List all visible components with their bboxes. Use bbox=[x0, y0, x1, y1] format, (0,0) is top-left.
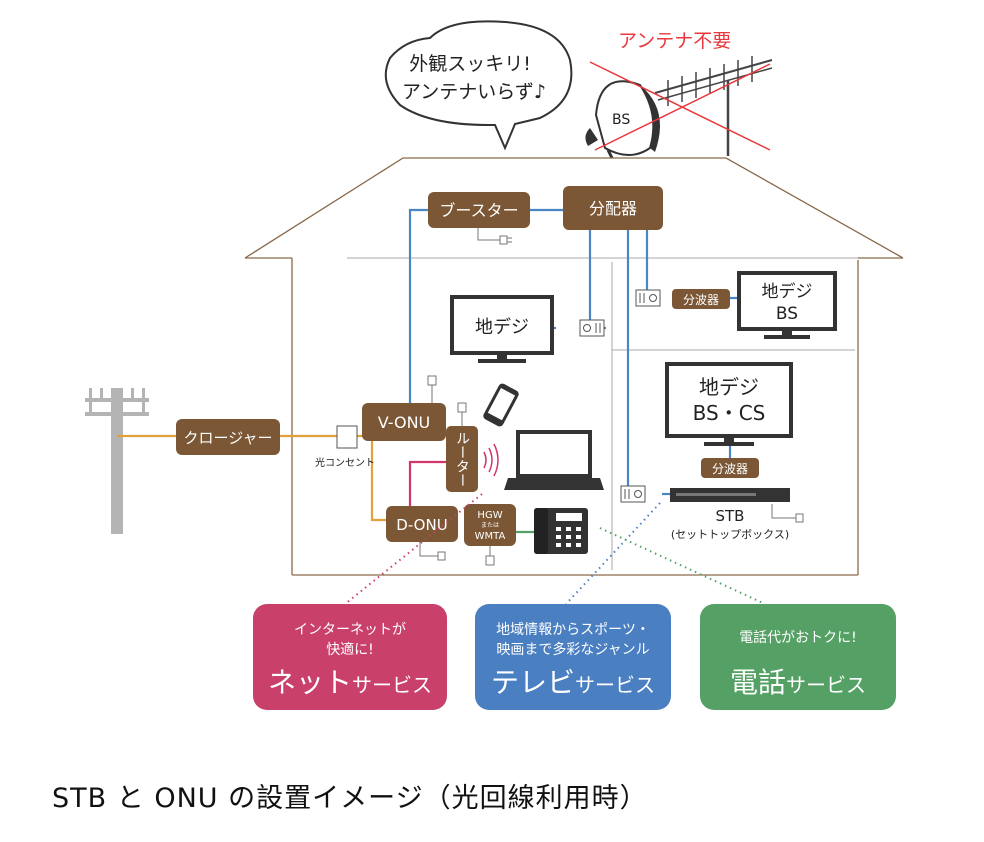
wave-splitter-box: 分波器 bbox=[672, 289, 730, 309]
tv-terrestrial-bs-cs: 地デジ BS・CS bbox=[665, 362, 793, 446]
wave-splitter-2-label: 分波器 bbox=[712, 462, 748, 476]
phone-card-big: 電話 bbox=[730, 666, 786, 699]
tv3-label-1: 地デジ bbox=[699, 375, 759, 399]
tv-leader-line bbox=[565, 502, 661, 605]
tv3-label-2: BS・CS bbox=[693, 401, 766, 425]
optical-outlet-label: 光コンセント bbox=[315, 456, 375, 469]
tv-card-suffix: サービス bbox=[575, 673, 655, 697]
internet-card-sub-1: インターネットが bbox=[294, 622, 406, 638]
smartphone-icon bbox=[483, 383, 519, 427]
service-card-tv: 地域情報からスポーツ・ 映画まで多彩なジャンル テレビサービス bbox=[475, 604, 671, 710]
splitter-box: 分配器 bbox=[563, 186, 663, 230]
utility-pole bbox=[85, 388, 149, 534]
tv1-label: 地デジ bbox=[475, 317, 529, 338]
tv-terrestrial-bs: 地デジ BS bbox=[737, 271, 837, 339]
tv2-label-1: 地デジ bbox=[762, 281, 813, 302]
router-label: ルーター bbox=[454, 431, 470, 487]
internet-card-title: ネットサービス bbox=[268, 666, 432, 699]
speech-bubble: 外観スッキリ! アンテナいらず♪ bbox=[384, 20, 573, 151]
closure-label: クロージャー bbox=[184, 429, 273, 447]
splitter-label: 分配器 bbox=[589, 199, 637, 218]
stb-label: STB bbox=[716, 507, 745, 525]
telephone-icon bbox=[534, 508, 588, 554]
wall-outlet bbox=[635, 289, 661, 307]
bubble-line-2: アンテナいらず♪ bbox=[402, 81, 546, 103]
wave-splitter-1-label: 分波器 bbox=[683, 293, 719, 307]
tv-card-title: テレビサービス bbox=[491, 666, 655, 699]
internet-card-bg bbox=[253, 604, 447, 710]
d-onu-box: D-ONU bbox=[386, 506, 458, 542]
wall-outlet bbox=[620, 485, 646, 503]
phone-card-sub-1: 電話代がおトクに! bbox=[739, 629, 857, 646]
wall-outlet bbox=[579, 319, 605, 337]
hgw-line-2: または bbox=[481, 522, 499, 529]
bubble-line-1: 外観スッキリ! bbox=[409, 53, 531, 75]
hgw-line-3: WMTA bbox=[475, 531, 506, 542]
house-outline bbox=[244, 157, 904, 576]
hgw-line-1: HGW bbox=[477, 510, 502, 521]
service-card-phone: 電話代がおトクに! 電話サービス bbox=[700, 604, 896, 710]
optical-outlet: 光コンセント bbox=[315, 425, 375, 469]
hgw-box: HGW または WMTA bbox=[464, 504, 516, 546]
tv-card-big: テレビ bbox=[491, 666, 575, 699]
v-onu-box: V-ONU bbox=[362, 403, 446, 441]
antenna-illustration: アンテナ不要 BS bbox=[585, 30, 773, 159]
stb-sub-label: (セットトップボックス) bbox=[671, 528, 789, 541]
v-onu-label: V-ONU bbox=[378, 413, 431, 432]
tv-card-sub-1: 地域情報からスポーツ・ bbox=[496, 622, 650, 638]
internet-card-sub-2: 快適に! bbox=[326, 641, 374, 658]
wifi-icon bbox=[483, 443, 499, 477]
internet-card-suffix: サービス bbox=[352, 673, 432, 697]
wave-splitter-box: 分波器 bbox=[701, 458, 759, 478]
booster-box: ブースター bbox=[428, 192, 530, 228]
internet-card-big: ネット bbox=[268, 666, 352, 699]
tv-terrestrial: 地デジ bbox=[450, 295, 554, 363]
diagram-caption: STB と ONU の設置イメージ（光回線利用時） bbox=[52, 783, 648, 814]
phone-card-suffix: サービス bbox=[786, 673, 866, 697]
tv-card-bg bbox=[475, 604, 671, 710]
phone-card-bg bbox=[700, 604, 896, 710]
tv-card-sub-2: 映画まで多彩なジャンル bbox=[496, 641, 649, 658]
d-onu-label: D-ONU bbox=[396, 516, 447, 534]
closure-box: クロージャー bbox=[176, 419, 280, 455]
laptop-icon bbox=[504, 430, 604, 490]
router-box: ルーター bbox=[446, 426, 478, 492]
power-cords bbox=[419, 228, 804, 566]
dish-bs-label: BS bbox=[612, 112, 630, 128]
service-card-internet: インターネットが 快適に! ネットサービス bbox=[253, 604, 447, 710]
stb-device: STB (セットトップボックス) bbox=[670, 488, 790, 541]
antenna-unneeded-label: アンテナ不要 bbox=[618, 30, 731, 52]
tv2-label-2: BS bbox=[776, 304, 798, 324]
booster-label: ブースター bbox=[439, 201, 518, 220]
phone-card-title: 電話サービス bbox=[730, 666, 866, 699]
